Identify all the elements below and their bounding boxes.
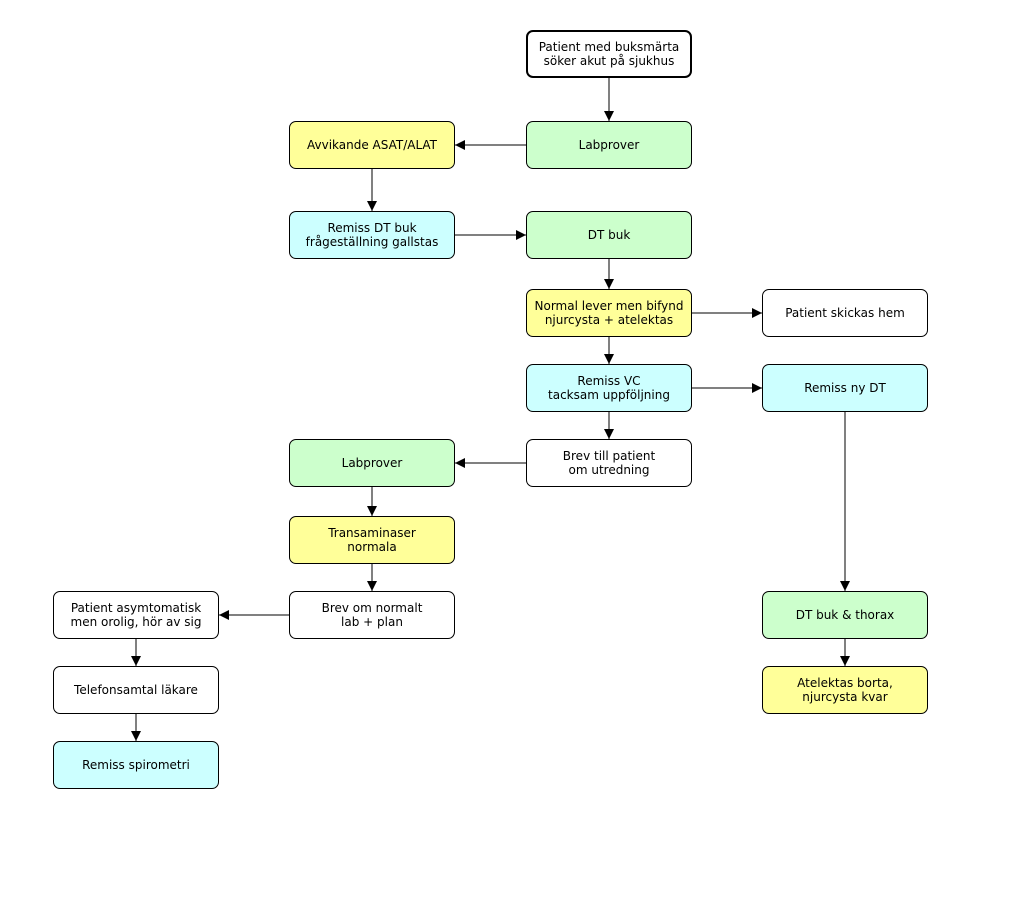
node-lab1: Labprover: [526, 121, 692, 169]
node-telefon: Telefonsamtal läkare: [53, 666, 219, 714]
node-dt_buk: DT buk: [526, 211, 692, 259]
node-hem: Patient skickas hem: [762, 289, 928, 337]
node-lab2: Labprover: [289, 439, 455, 487]
node-remiss_dt: Remiss DT buk frågeställning gallstas: [289, 211, 455, 259]
node-atelektas: Atelektas borta, njurcysta kvar: [762, 666, 928, 714]
node-normal_lever: Normal lever men bifynd njurcysta + atel…: [526, 289, 692, 337]
node-asat: Avvikande ASAT/ALAT: [289, 121, 455, 169]
node-remiss_ny_dt: Remiss ny DT: [762, 364, 928, 412]
node-brev_patient: Brev till patient om utredning: [526, 439, 692, 487]
node-asymtomatisk: Patient asymtomatisk men orolig, hör av …: [53, 591, 219, 639]
node-start: Patient med buksmärta söker akut på sjuk…: [526, 30, 692, 78]
node-brev_normalt: Brev om normalt lab + plan: [289, 591, 455, 639]
node-dt_thorax: DT buk & thorax: [762, 591, 928, 639]
node-remiss_vc: Remiss VC tacksam uppföljning: [526, 364, 692, 412]
node-spirometri: Remiss spirometri: [53, 741, 219, 789]
node-trans: Transaminaser normala: [289, 516, 455, 564]
